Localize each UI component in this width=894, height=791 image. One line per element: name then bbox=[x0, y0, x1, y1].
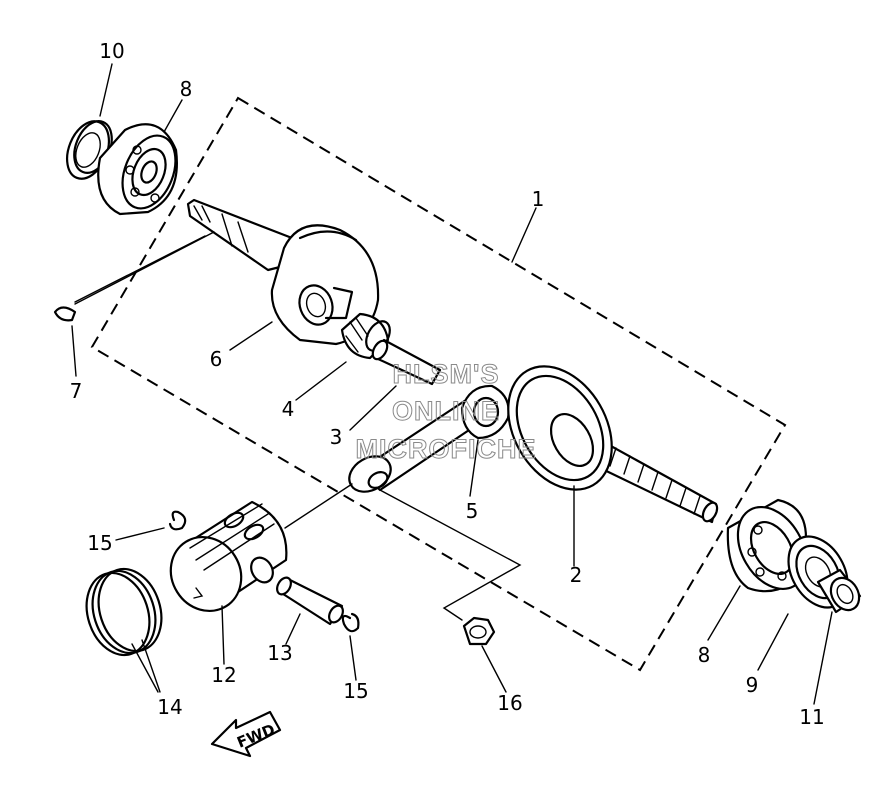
callout-8-right: 8 bbox=[698, 643, 711, 667]
piston-12 bbox=[169, 500, 288, 613]
leader-11 bbox=[813, 611, 833, 705]
callout-12: 12 bbox=[211, 663, 236, 687]
crank-half-6 bbox=[186, 198, 380, 346]
leader-6 bbox=[229, 321, 273, 351]
callout-7: 7 bbox=[70, 379, 83, 403]
leader-15a bbox=[115, 527, 165, 541]
callout-13: 13 bbox=[267, 641, 292, 665]
callout-15-right: 15 bbox=[343, 679, 368, 703]
leader-13 bbox=[285, 613, 301, 645]
leader-15b bbox=[349, 635, 357, 681]
callout-3: 3 bbox=[330, 425, 343, 449]
crankshaft-assembly-outline bbox=[90, 96, 787, 672]
leader-7-a bbox=[74, 235, 206, 303]
bearing-8-left bbox=[97, 123, 178, 216]
leader-5 bbox=[469, 439, 479, 497]
callout-9: 9 bbox=[746, 673, 759, 697]
watermark-line-2: ONLINE bbox=[392, 396, 500, 426]
piston-rings-14 bbox=[85, 567, 163, 693]
crank-half-2 bbox=[507, 365, 719, 524]
clip-15-right bbox=[341, 612, 360, 633]
connecting-rod-5 bbox=[348, 384, 510, 493]
leader-7-b bbox=[74, 231, 215, 305]
rod-to-nut-line bbox=[379, 489, 522, 621]
leader-9 bbox=[757, 613, 789, 671]
leader-1 bbox=[511, 207, 537, 263]
leader-16 bbox=[481, 645, 507, 693]
callout-1: 1 bbox=[532, 187, 545, 211]
callout-8-top: 8 bbox=[180, 77, 193, 101]
collar-11 bbox=[816, 568, 862, 614]
watermark-line-1: HLSM'S bbox=[393, 359, 500, 389]
callout-15-left: 15 bbox=[87, 531, 112, 555]
piston-pin-13 bbox=[276, 576, 344, 626]
woodruff-key-7 bbox=[53, 306, 77, 322]
leader-12 bbox=[221, 605, 225, 665]
crank-pin-3 bbox=[371, 338, 442, 386]
clip-15-left bbox=[168, 510, 187, 531]
rod-to-piston-line bbox=[284, 483, 353, 529]
nut-16 bbox=[462, 616, 496, 646]
leader-3 bbox=[349, 385, 397, 431]
callout-6: 6 bbox=[210, 347, 223, 371]
callout-4: 4 bbox=[282, 397, 295, 421]
callout-14: 14 bbox=[157, 695, 182, 719]
callout-16: 16 bbox=[497, 691, 522, 715]
callout-5: 5 bbox=[466, 499, 479, 523]
callout-2: 2 bbox=[570, 563, 583, 587]
leader-7 bbox=[71, 325, 77, 377]
fwd-direction-arrow: FWD bbox=[210, 710, 282, 758]
leader-8a bbox=[163, 99, 183, 133]
watermark-line-3: MICROFICHE bbox=[356, 434, 537, 464]
leader-4 bbox=[295, 361, 347, 401]
leader-10 bbox=[99, 63, 113, 117]
leader-8b bbox=[707, 585, 741, 641]
callout-11: 11 bbox=[799, 705, 824, 729]
callout-10: 10 bbox=[99, 39, 124, 63]
